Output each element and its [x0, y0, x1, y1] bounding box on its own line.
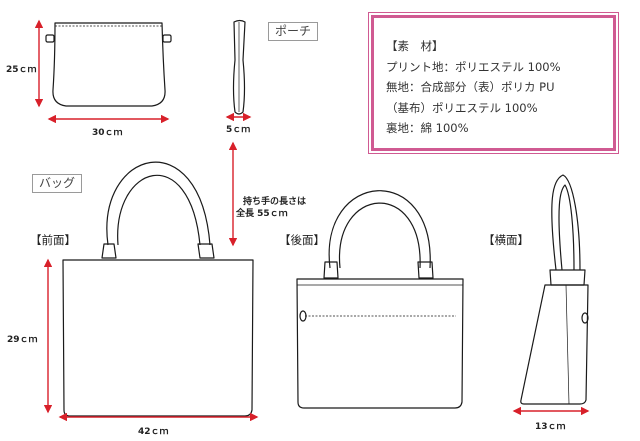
bag-back-outline: [296, 190, 464, 409]
pouch-front-outline: [45, 22, 172, 107]
bag-height-label: 29ｃｍ: [7, 335, 38, 345]
materials-box: 【素 材】 プリント地：ポリエステル 100% 無地：合成部分（表）ポリカ PU…: [368, 12, 619, 154]
side-view-label: 【横面】: [483, 233, 529, 247]
handle-note-line2: 全長 55ｃｍ: [236, 209, 288, 219]
materials-title: 【素 材】: [386, 39, 444, 53]
materials-line: プリント地：ポリエステル 100%: [386, 59, 561, 74]
pouch-height-label: 25ｃｍ: [6, 65, 37, 75]
materials-line: （基布）ポリエステル 100%: [386, 100, 538, 115]
bag-width-label: 42ｃｍ: [138, 427, 169, 437]
handle-note-line1: 持ち手の長さは: [243, 197, 307, 207]
pouch-label: ポーチ: [268, 22, 319, 41]
bag-label: バッグ: [32, 174, 83, 193]
materials-line: 無地：合成部分（表）ポリカ PU: [386, 80, 555, 94]
bag-depth-label: 13ｃｍ: [535, 422, 566, 432]
materials-line: 裏地：綿 100%: [386, 121, 469, 135]
back-view-label: 【後面】: [279, 233, 325, 247]
bag-front-outline: [62, 161, 254, 417]
pouch-depth-label: 5ｃｍ: [226, 125, 251, 135]
pouch-width-label: 30ｃｍ: [92, 128, 123, 138]
front-view-label: 【前面】: [30, 233, 76, 247]
pouch-side-outline: [232, 19, 246, 115]
bag-side-outline: [520, 174, 589, 405]
